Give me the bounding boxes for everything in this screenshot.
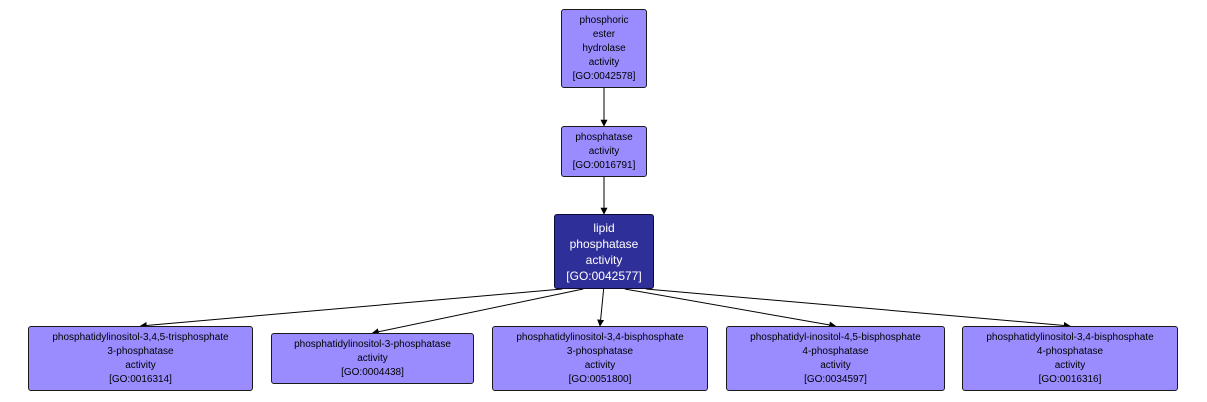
node-label-line: phosphatase <box>569 236 639 251</box>
node-go-id: [GO:0042578] <box>572 70 636 82</box>
node-pip3-3-phosphatase-activity[interactable]: phosphatidylinositol-3,4,5-trisphosphate… <box>28 326 253 391</box>
node-phosphoric-ester-hydrolase-activity[interactable]: phosphoric ester hydrolase activity [GO:… <box>561 9 647 88</box>
node-label-line: 3-phosphatase <box>107 345 174 357</box>
node-label-line: phosphatidylinositol-3,4-bisphosphate <box>986 331 1154 343</box>
node-go-id: [GO:0034597] <box>804 373 867 385</box>
node-go-id: [GO:0016316] <box>1038 373 1102 385</box>
node-lipid-phosphatase-activity[interactable]: lipid phosphatase activity [GO:0042577] <box>554 214 654 289</box>
edge-n0042577-to-n0004438 <box>371 288 584 336</box>
node-label-line: phosphatidylinositol-3,4-bisphosphate <box>516 331 684 343</box>
node-label-line: activity <box>357 352 388 364</box>
node-label-line: activity <box>588 56 620 68</box>
node-label-line: activity <box>584 359 616 371</box>
node-go-id: [GO:0016791] <box>572 159 636 171</box>
edge-n0042577-to-n0016316 <box>645 288 1071 329</box>
edge-n0042577-to-n0034597 <box>624 288 837 329</box>
node-label-line: ester <box>592 28 616 40</box>
node-pi45p2-4-phosphatase-activity[interactable]: phosphatidyl-inositol-4,5-bisphosphate 4… <box>726 326 945 391</box>
node-label-line: phosphatidylinositol-3,4,5-trisphosphate <box>52 331 229 343</box>
node-pi34p2-4-phosphatase-activity[interactable]: phosphatidylinositol-3,4-bisphosphate 4-… <box>962 326 1178 391</box>
node-go-id: [GO:0042577] <box>566 268 642 283</box>
node-label-line: lipid <box>593 220 615 235</box>
node-label-line: phosphoric <box>579 14 629 26</box>
node-label-line: phosphatase <box>575 131 633 143</box>
edge-n0042577-to-n0016314 <box>139 288 563 329</box>
node-go-id: [GO:0051800] <box>568 373 632 385</box>
node-label-line: 4-phosphatase <box>802 345 869 357</box>
node-go-id: [GO:0004438] <box>341 366 404 378</box>
node-label-line: 3-phosphatase <box>566 345 634 357</box>
node-label-line: activity <box>820 359 851 371</box>
node-pi3p-phosphatase-activity[interactable]: phosphatidylinositol-3-phosphatase activ… <box>271 333 474 384</box>
node-label-line: activity <box>125 359 156 371</box>
node-go-id: [GO:0016314] <box>109 373 172 385</box>
node-phosphatase-activity[interactable]: phosphatase activity [GO:0016791] <box>561 126 647 177</box>
node-label-line: activity <box>585 252 623 267</box>
node-label-line: phosphatidylinositol-3-phosphatase <box>294 338 451 350</box>
node-label-line: activity <box>1054 359 1086 371</box>
node-pi34p2-3-phosphatase-activity[interactable]: phosphatidylinositol-3,4-bisphosphate 3-… <box>492 326 708 391</box>
node-label-line: activity <box>588 145 620 157</box>
edge-n0042577-to-n0051800 <box>597 288 605 327</box>
node-label-line: phosphatidyl-inositol-4,5-bisphosphate <box>750 331 921 343</box>
node-label-line: 4-phosphatase <box>1036 345 1104 357</box>
node-label-line: hydrolase <box>582 42 626 54</box>
